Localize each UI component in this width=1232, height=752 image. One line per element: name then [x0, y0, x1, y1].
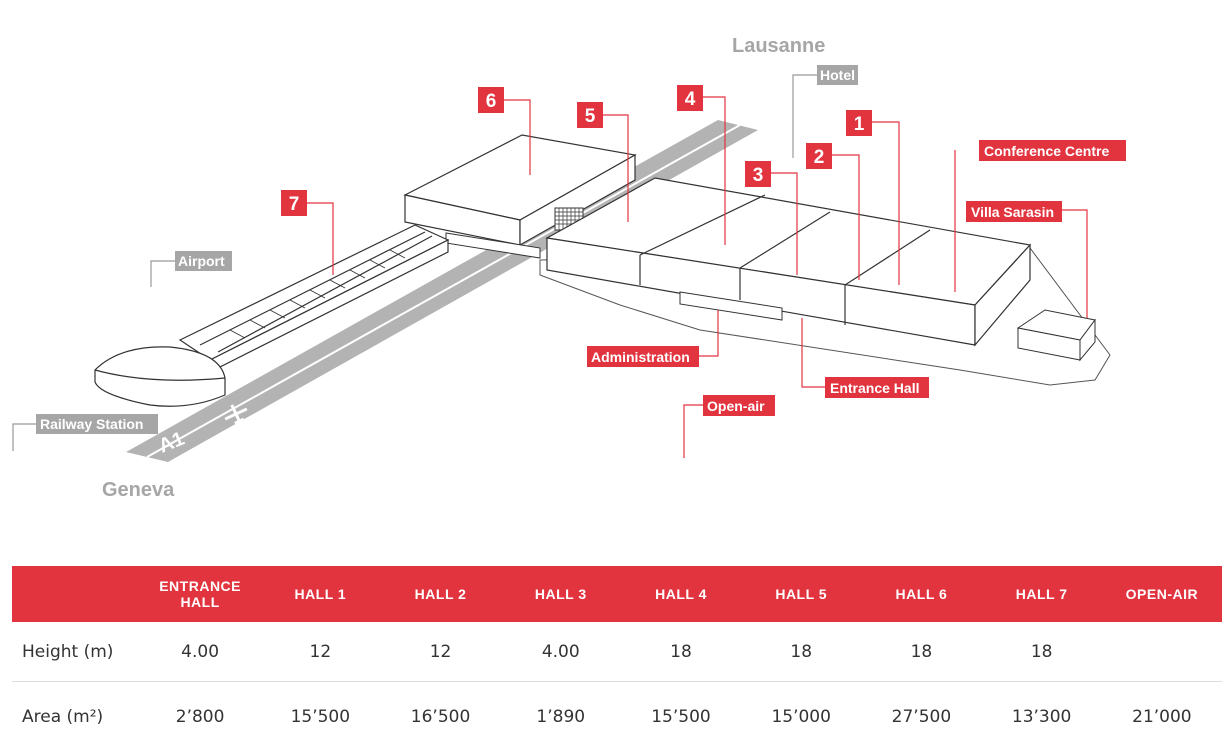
row-label: Area (m²) — [12, 682, 140, 752]
svg-text:Entrance Hall: Entrance Hall — [830, 380, 919, 396]
header-hall-2: HALL 2 — [380, 566, 500, 622]
header-empty — [12, 566, 140, 622]
table-cell: 4.00 — [140, 622, 260, 682]
header-entrance-hall: ENTRANCE HALL — [140, 566, 260, 622]
hall-number-6: 6 — [478, 87, 504, 113]
header-hall-3: HALL 3 — [501, 566, 621, 622]
label-administration: Administration — [587, 346, 699, 367]
table-cell: 12 — [380, 622, 500, 682]
svg-text:5: 5 — [585, 106, 596, 127]
svg-text:7: 7 — [289, 194, 300, 215]
table-cell: 4.00 — [501, 622, 621, 682]
header-hall-4: HALL 4 — [621, 566, 741, 622]
svg-text:Airport: Airport — [178, 253, 225, 269]
table-cell: 15’500 — [260, 682, 380, 752]
hall-specs-table: ENTRANCE HALL HALL 1 HALL 2 HALL 3 HALL … — [12, 566, 1222, 752]
hall-specs-table-wrap: ENTRANCE HALL HALL 1 HALL 2 HALL 3 HALL … — [12, 566, 1222, 752]
header-hall-5: HALL 5 — [741, 566, 861, 622]
label-conference-centre: Conference Centre — [979, 140, 1126, 161]
label-open-air: Open-air — [703, 395, 775, 416]
label-railway-station: Railway Station — [36, 414, 158, 434]
table-header-row: ENTRANCE HALL HALL 1 HALL 2 HALL 3 HALL … — [12, 566, 1222, 622]
svg-text:Administration: Administration — [591, 349, 690, 365]
svg-text:1: 1 — [854, 114, 865, 135]
svg-text:Conference Centre: Conference Centre — [984, 143, 1109, 159]
svg-text:Villa Sarasin: Villa Sarasin — [971, 204, 1054, 220]
label-entrance-hall: Entrance Hall — [825, 377, 929, 398]
svg-text:Railway Station: Railway Station — [40, 416, 143, 432]
hall-number-2: 2 — [806, 143, 832, 169]
table-cell: 1’890 — [501, 682, 621, 752]
table-row-area: Area (m²) 2’800 15’500 16’500 1’890 15’5… — [12, 682, 1222, 752]
table-cell — [1102, 622, 1222, 682]
city-geneva: Geneva — [102, 479, 175, 501]
label-villa-sarasin: Villa Sarasin — [966, 201, 1062, 222]
table-cell: 15’000 — [741, 682, 861, 752]
site-map: Lausanne Geneva A1 — [0, 0, 1232, 560]
table-cell: 18 — [861, 622, 981, 682]
table-cell: 18 — [621, 622, 741, 682]
table-cell: 15’500 — [621, 682, 741, 752]
table-cell: 18 — [982, 622, 1102, 682]
hall-number-7: 7 — [281, 190, 307, 216]
svg-text:4: 4 — [685, 89, 696, 110]
table-cell: 12 — [260, 622, 380, 682]
label-hotel: Hotel — [817, 65, 858, 85]
header-hall-7: HALL 7 — [982, 566, 1102, 622]
row-label: Height (m) — [12, 622, 140, 682]
header-hall-6: HALL 6 — [861, 566, 981, 622]
table-cell: 27’500 — [861, 682, 981, 752]
svg-text:Hotel: Hotel — [820, 67, 855, 83]
hall-number-5: 5 — [577, 102, 603, 128]
table-row-height: Height (m) 4.00 12 12 4.00 18 18 18 18 — [12, 622, 1222, 682]
hall-number-4: 4 — [677, 85, 703, 111]
table-cell: 13’300 — [982, 682, 1102, 752]
header-open-air: OPEN-AIR — [1102, 566, 1222, 622]
header-hall-1: HALL 1 — [260, 566, 380, 622]
hall-number-3: 3 — [745, 161, 771, 187]
svg-text:Open-air: Open-air — [707, 398, 765, 414]
svg-text:2: 2 — [814, 147, 825, 168]
city-lausanne: Lausanne — [732, 35, 825, 57]
hall-number-1: 1 — [846, 110, 872, 136]
table-cell: 21’000 — [1102, 682, 1222, 752]
table-cell: 2’800 — [140, 682, 260, 752]
svg-text:3: 3 — [753, 165, 764, 186]
label-airport: Airport — [175, 251, 232, 271]
svg-text:6: 6 — [486, 91, 497, 112]
table-cell: 18 — [741, 622, 861, 682]
table-cell: 16’500 — [380, 682, 500, 752]
